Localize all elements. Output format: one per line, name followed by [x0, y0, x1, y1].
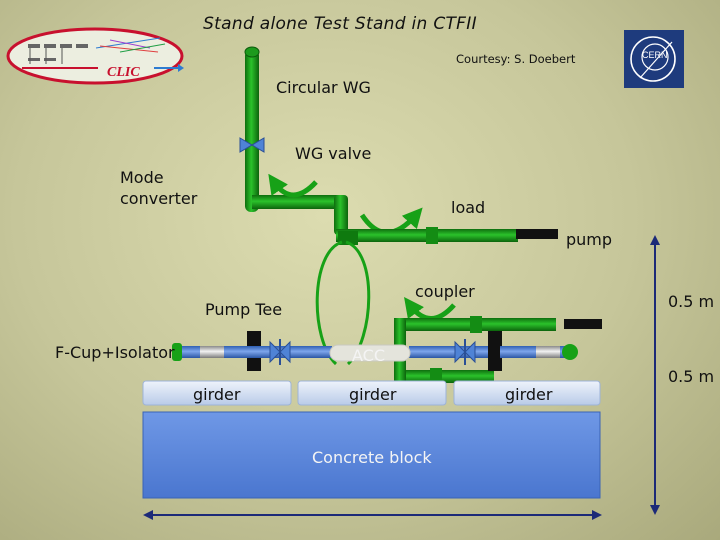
clic-logo: CLIC: [6, 27, 184, 85]
label-dim-upper: 0.5 m: [668, 292, 715, 311]
wg-valve: [239, 137, 265, 153]
circular-waveguide: [244, 46, 260, 212]
load-branch: [336, 207, 518, 245]
page-title: Stand alone Test Stand in CTFII: [203, 14, 477, 34]
acc-structure: [329, 344, 411, 362]
girders: [142, 380, 601, 406]
pump-tee-valve: [269, 339, 291, 365]
cern-logo: CERN: [624, 30, 684, 88]
cern-logo-text: CERN: [642, 50, 668, 60]
label-girder-3: girder: [505, 385, 553, 404]
label-wg-valve: WG valve: [295, 144, 372, 163]
pump-top: [516, 229, 558, 239]
clic-logo-text: CLIC: [107, 65, 140, 80]
label-dim-lower: 0.5 m: [668, 367, 715, 386]
label-circular-wg: Circular WG: [276, 78, 371, 97]
label-load: load: [451, 198, 486, 217]
label-mode-converter-line1: Mode: [120, 168, 164, 187]
label-girder-2: girder: [349, 385, 397, 404]
label-concrete-block: Concrete block: [312, 448, 432, 467]
label-pump-tee: Pump Tee: [205, 300, 283, 319]
label-mode-converter-line2: converter: [120, 189, 198, 208]
courtesy-note: Courtesy: S. Doebert: [456, 52, 576, 66]
coupler-assembly: [394, 296, 602, 385]
label-fcup-isolator: F-Cup+Isolator: [55, 343, 175, 362]
concrete-block: [142, 411, 601, 499]
label-acc: ACC: [352, 346, 386, 365]
label-coupler: coupler: [415, 282, 475, 301]
label-pump: pump: [566, 230, 613, 249]
coupler-valve: [454, 339, 476, 365]
mode-converter: [252, 173, 348, 235]
label-girder-1: girder: [193, 385, 241, 404]
